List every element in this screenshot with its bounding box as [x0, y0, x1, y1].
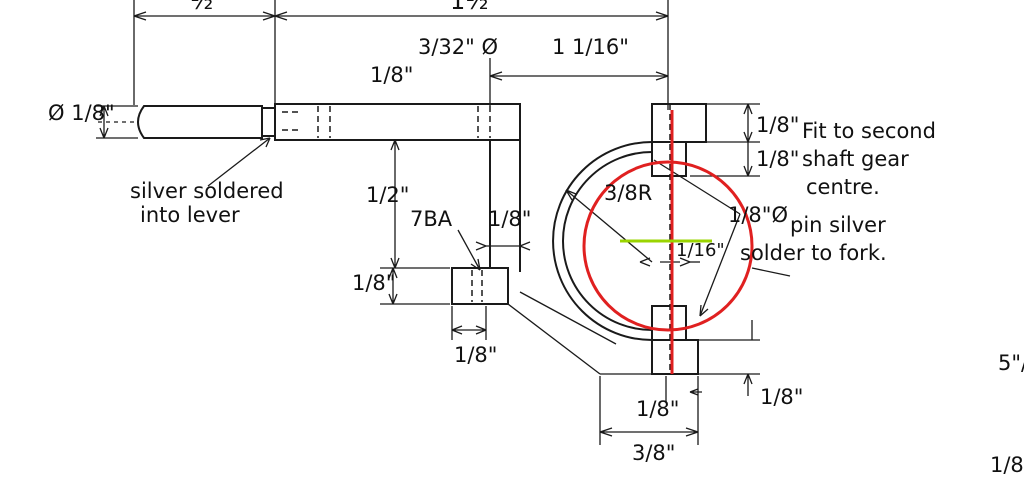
dim-radius: 3/8R	[604, 181, 653, 205]
note-solder-line1: silver soldered	[130, 179, 284, 203]
dim-handle-diameter: Ø 1/8"	[48, 101, 115, 125]
fork-body	[552, 103, 791, 445]
dim-arm-width: 1/8"	[488, 207, 532, 231]
dim-fork-gap: 1/8"	[756, 147, 800, 171]
solder-leader	[207, 137, 271, 187]
dim-pin-offset: 1/16"	[676, 240, 725, 261]
edge-eighth: 1/8	[990, 453, 1024, 477]
overlay-annotations	[582, 110, 754, 374]
note-fit-line1: Fit to second	[802, 119, 936, 143]
dim-fork-foot: 1/8"	[636, 397, 680, 421]
note-solder-line2: into lever	[140, 203, 240, 227]
lever-handle	[96, 103, 521, 141]
top-dimension-lines	[133, 0, 669, 110]
note-fit-line3: centre.	[806, 175, 880, 199]
note-pin-line2: solder to fork.	[740, 241, 887, 265]
dim-fork-foot-right: 1/8"	[760, 385, 804, 409]
dim-span-to-hole: 1 1/16"	[552, 35, 629, 59]
dim-tap-size: 7BA	[410, 207, 453, 231]
red-circle-annotation	[582, 160, 754, 332]
edge-five-eighths: 5"/8	[998, 351, 1024, 375]
dim-hole-diameter: 3/32" Ø	[418, 35, 499, 59]
dim-top-main: 1½	[450, 0, 489, 15]
dim-fork-top: 1/8"	[756, 113, 800, 137]
dim-fork-base-width: 3/8"	[632, 441, 676, 465]
dim-pin-diameter: 1/8"Ø	[728, 203, 788, 227]
dim-foot-height: 1/8"	[352, 271, 396, 295]
note-fit-line2: shaft gear	[802, 147, 909, 171]
dim-top-left: ½	[190, 0, 214, 15]
note-pin-line1: pin silver	[790, 213, 886, 237]
dim-foot-width: 1/8"	[454, 343, 498, 367]
vertical-arm	[380, 139, 700, 375]
dim-rod-thickness: 1/8"	[370, 63, 414, 87]
dim-arm-drop: 1/2"	[366, 183, 410, 207]
